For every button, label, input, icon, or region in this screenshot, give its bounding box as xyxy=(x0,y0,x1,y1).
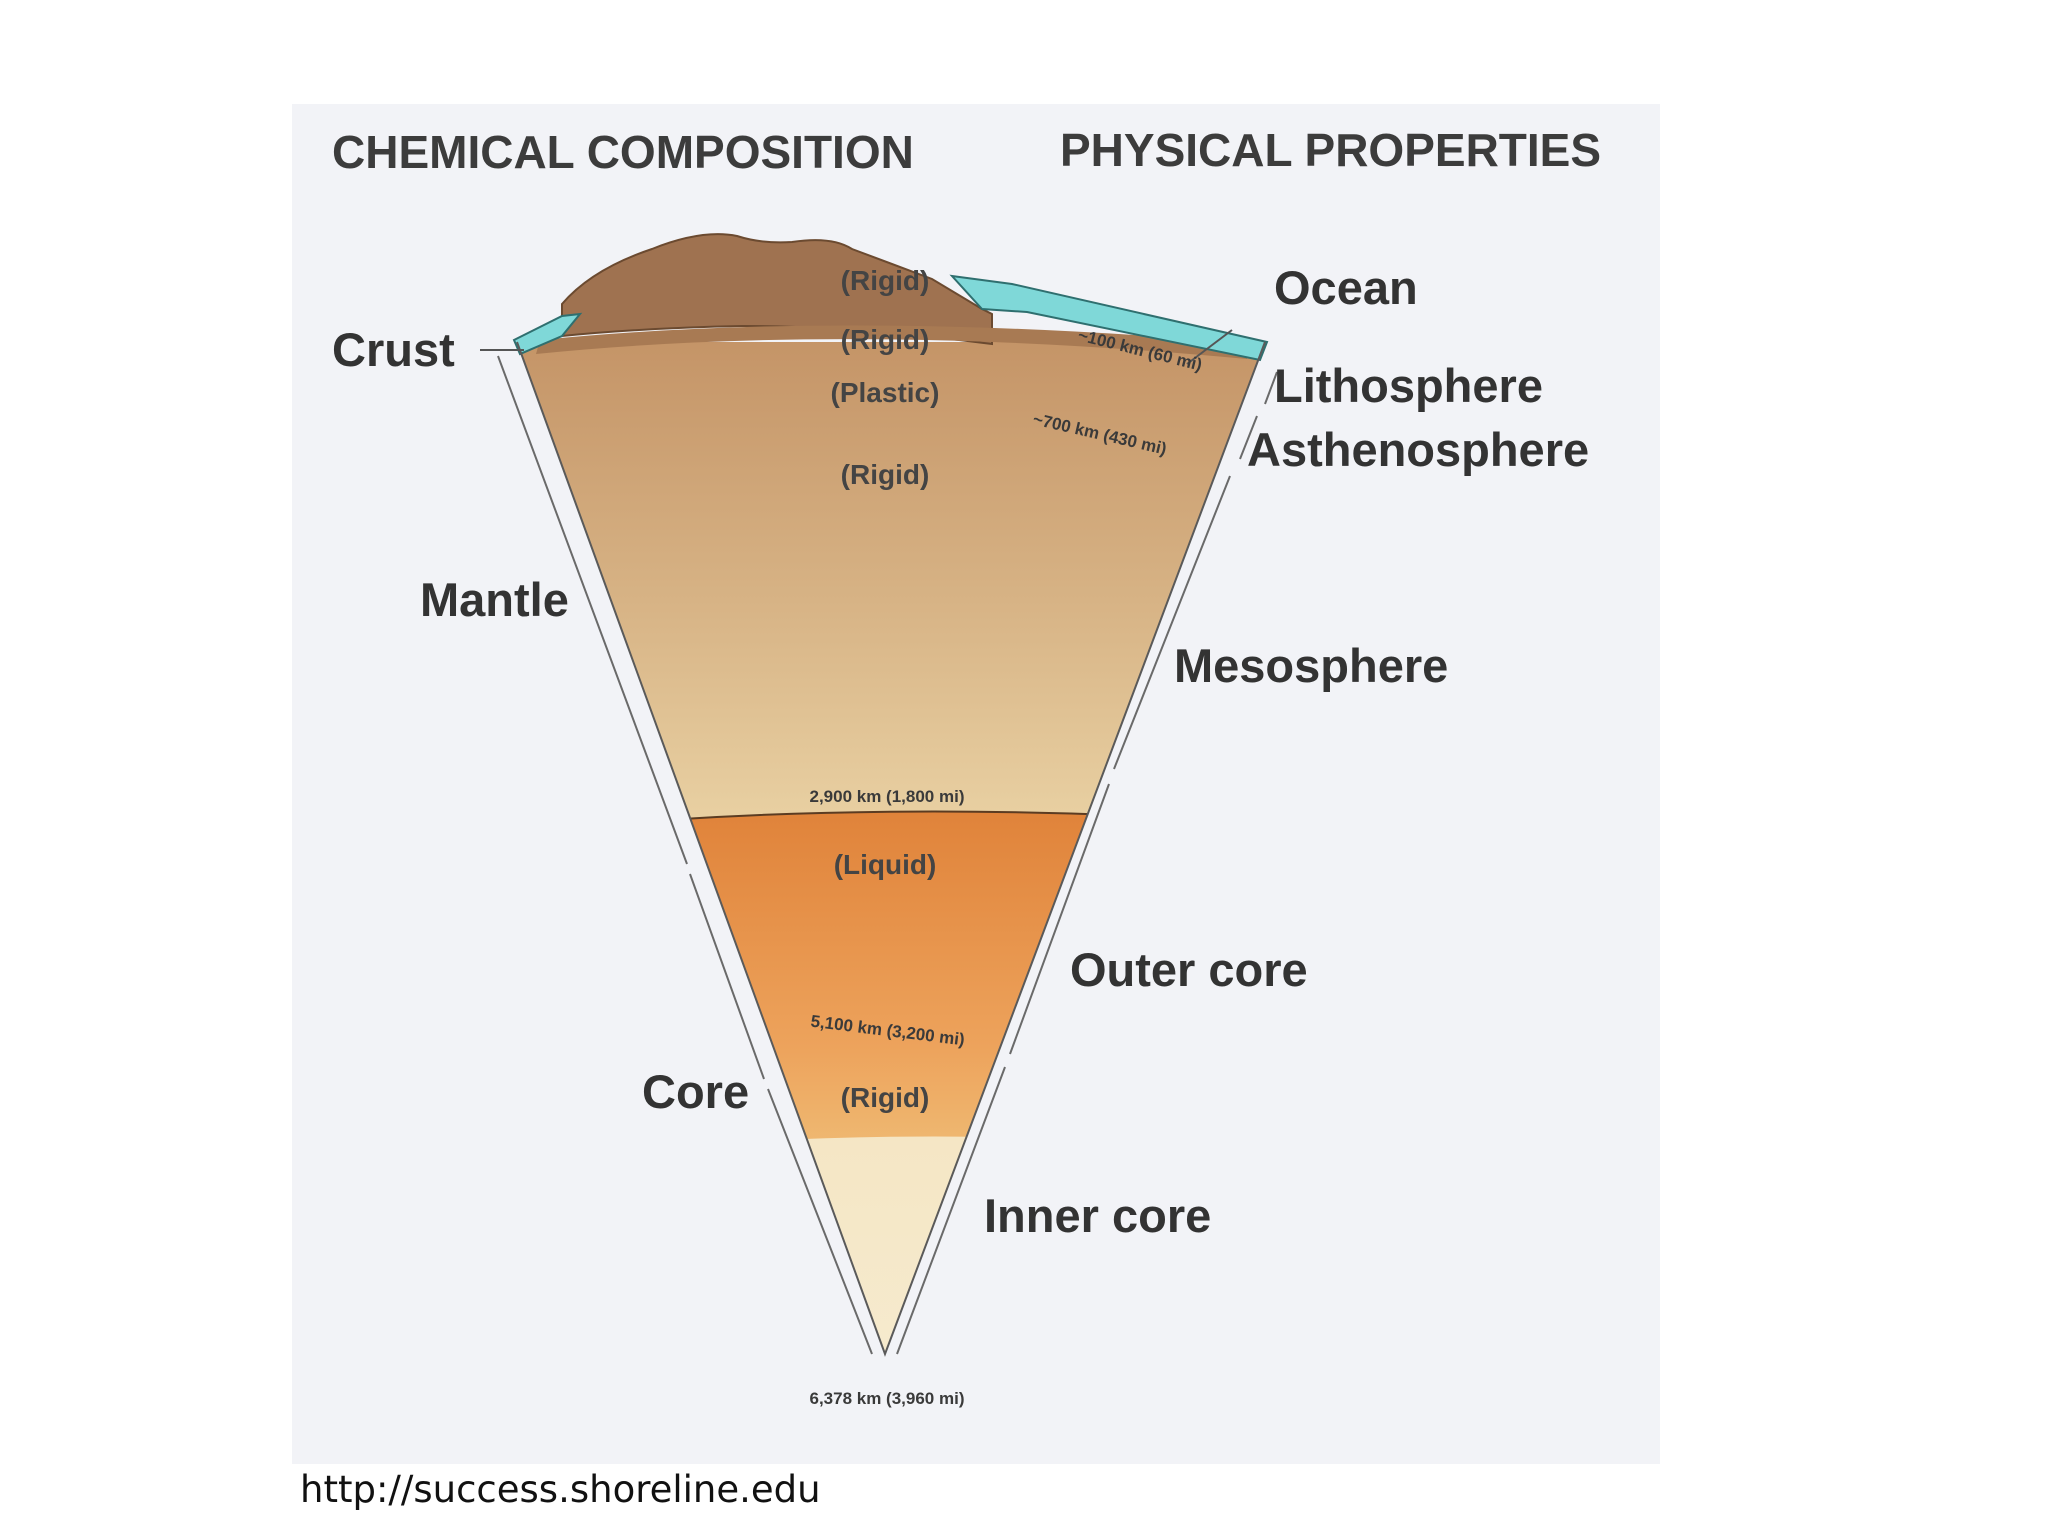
earth-layers-figure: CHEMICAL COMPOSITION PHYSICAL PROPERTIES xyxy=(292,104,1660,1464)
crust-rigid-band xyxy=(536,325,1252,359)
continental-crust xyxy=(561,233,993,346)
mesosphere-state-label: (Rigid) xyxy=(841,459,930,490)
asthenosphere-state-label: (Plastic) xyxy=(831,377,940,408)
chemical-composition-header: CHEMICAL COMPOSITION xyxy=(332,126,914,178)
center-depth-label: 6,378 km (3,960 mi) xyxy=(810,1389,965,1408)
ocean-label: Ocean xyxy=(1274,261,1418,314)
asthenosphere-boundary xyxy=(292,232,1660,275)
ocean-left xyxy=(512,312,583,356)
ocean-right xyxy=(949,274,1269,362)
lithosphere-label: Lithosphere xyxy=(1274,359,1543,412)
left-bracket-line xyxy=(497,355,873,1355)
core-label: Core xyxy=(642,1065,749,1118)
right-bracket-line xyxy=(896,371,1278,1355)
inner-core-state-label: (Rigid) xyxy=(841,1082,930,1113)
ocean-leader xyxy=(1186,329,1233,365)
mantle-depth-label: 2,900 km (1,800 mi) xyxy=(810,787,965,806)
lithosphere-layer xyxy=(292,194,1660,274)
outer-core-state-label: (Liquid) xyxy=(834,849,937,880)
physical-properties-header: PHYSICAL PROPERTIES xyxy=(1060,124,1601,176)
mesosphere-label: Mesosphere xyxy=(1174,639,1448,692)
inner-core-label: Inner core xyxy=(984,1189,1211,1242)
crust-state-label: (Rigid) xyxy=(841,265,930,296)
earth-layers-diagram: CHEMICAL COMPOSITION PHYSICAL PROPERTIES xyxy=(292,124,1660,1408)
lithosphere-state-label: (Rigid) xyxy=(841,324,930,355)
asthenosphere-label: Asthenosphere xyxy=(1247,423,1589,476)
core-mantle-boundary xyxy=(517,810,1265,865)
wedge-outline xyxy=(516,341,1266,1357)
mantle-label: Mantle xyxy=(420,573,569,626)
source-url: http://success.shoreline.edu xyxy=(300,1468,821,1511)
outer-core-label: Outer core xyxy=(1070,943,1308,996)
crust-label: Crust xyxy=(332,323,455,376)
